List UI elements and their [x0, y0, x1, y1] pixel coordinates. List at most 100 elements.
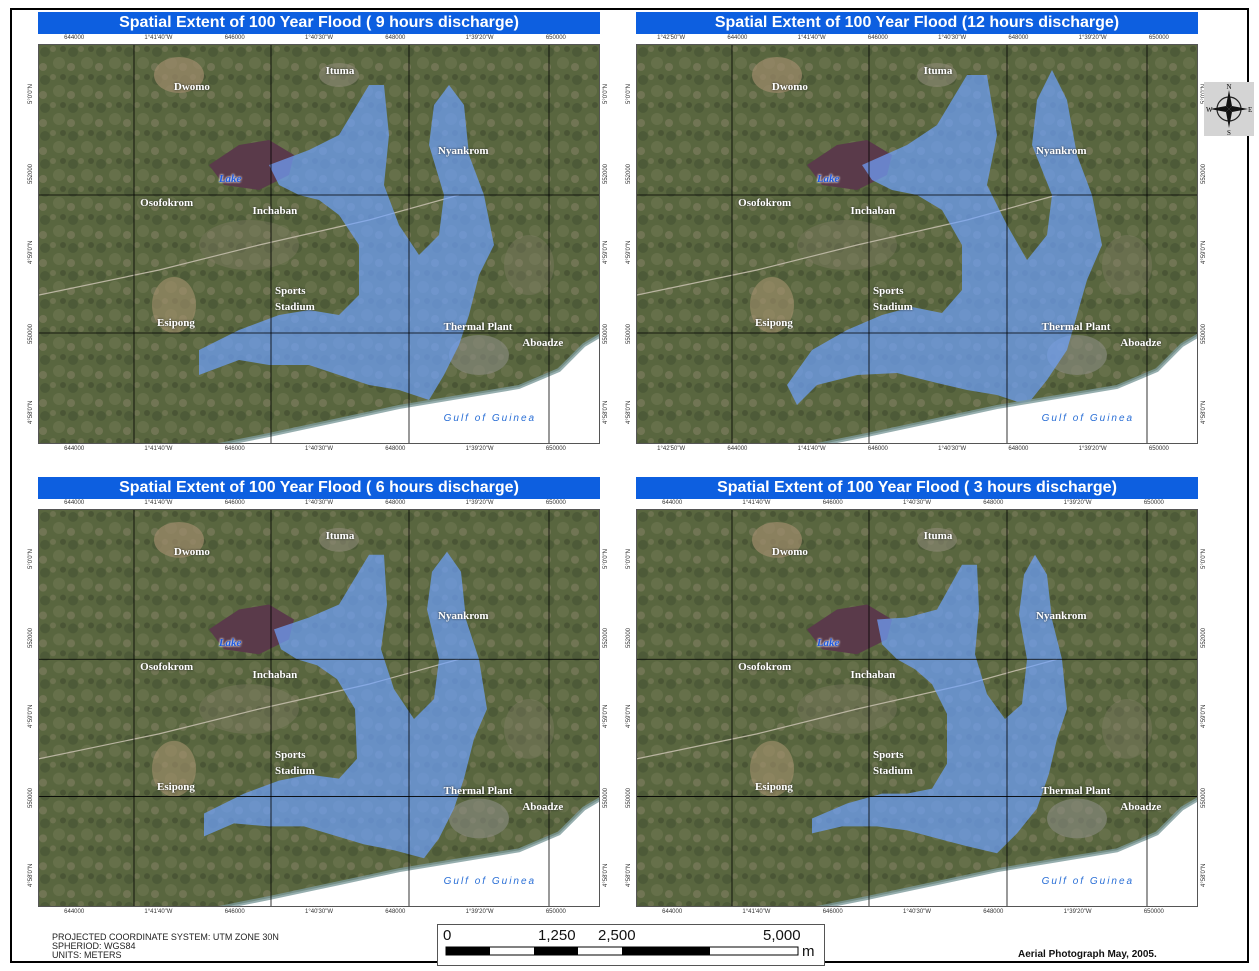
place-label-osofokrom: Osofokrom [738, 197, 792, 209]
coordinate-label: 5°0'0"N [626, 548, 632, 569]
coordinate-label: 650000 [545, 35, 566, 41]
coordinate-label: 4°59'0"N [1201, 240, 1207, 264]
coordinate-label: 550000 [28, 323, 34, 344]
coordinate-label: 1°42'50"W [657, 446, 686, 452]
place-label-gulf: Gulf of Guinea [1041, 413, 1135, 424]
coordinate-label: 4°58'0"N [603, 863, 609, 888]
coordinate-label: 4°58'0"N [626, 400, 632, 424]
place-label-aboadze: Aboadze [522, 337, 564, 349]
coordinate-label: 644000 [727, 446, 748, 452]
coordinate-label: 550000 [28, 787, 34, 808]
place-label-osofokrom: Osofokrom [140, 197, 194, 209]
coordinate-label: 644000 [662, 909, 683, 915]
place-label-esipong: Esipong [157, 780, 195, 793]
projection-info: PROJECTED COORDINATE SYSTEM: UTM ZONE 30… [52, 933, 279, 960]
coordinate-label: 4°58'0"N [28, 863, 34, 888]
coordinate-label: 644000 [64, 500, 85, 506]
coordinate-label: 648000 [983, 500, 1004, 506]
place-label-nyankrom: Nyankrom [1036, 145, 1087, 157]
coordinate-label: 1°42'50"W [657, 35, 686, 41]
aerial-map-image [39, 45, 599, 443]
coordinate-label: 648000 [1008, 35, 1029, 41]
place-label-esipong: Esipong [755, 317, 793, 329]
coordinate-label: 644000 [727, 35, 748, 41]
compass-n-label: N [1226, 83, 1231, 91]
coordinate-label: 1°40'30"W [305, 446, 334, 452]
coordinate-label: 550000 [626, 323, 632, 344]
coordinate-label: 646000 [224, 500, 245, 506]
coordinate-label: 646000 [224, 909, 245, 915]
coordinate-label: 1°39'20"W [1063, 909, 1092, 915]
coordinate-label: 1°40'30"W [305, 35, 334, 41]
coordinate-label: 1°41'40"W [797, 35, 826, 41]
coordinate-label: 1°39'20"W [1078, 35, 1107, 41]
coordinate-label: 648000 [385, 35, 406, 41]
coordinate-label: 648000 [385, 909, 406, 915]
place-label-inchaban: Inchaban [850, 669, 896, 682]
place-label-thermal: Thermal Plant [1041, 784, 1111, 797]
coordinate-label: 1°41'40"W [144, 500, 173, 506]
photo-credit: Aerial Photograph May, 2005. [1018, 949, 1157, 960]
scale-label-5000: 5,000 [763, 927, 801, 944]
panel-title: Spatial Extent of 100 Year Flood ( 9 hou… [38, 12, 600, 34]
coordinate-label: 552000 [626, 163, 632, 184]
coordinate-label: 650000 [1148, 446, 1169, 452]
compass-w-label: W [1206, 106, 1213, 114]
place-label-aboadze: Aboadze [522, 800, 564, 813]
coordinate-label: 552000 [626, 628, 632, 649]
coordinate-label: 4°58'0"N [603, 400, 609, 424]
units-line: UNITS: METERS [52, 950, 122, 960]
place-label-sports: Sports [873, 285, 904, 297]
coordinate-label: 550000 [603, 323, 609, 344]
place-label-aboadze: Aboadze [1120, 800, 1162, 813]
place-label-osofokrom: Osofokrom [140, 661, 194, 674]
coordinate-label: 648000 [385, 446, 406, 452]
coordinate-label: 646000 [867, 446, 888, 452]
coordinate-label: 552000 [1201, 163, 1207, 184]
panel-title: Spatial Extent of 100 Year Flood ( 3 hou… [636, 477, 1198, 499]
coordinate-label: 5°0'0"N [603, 83, 609, 104]
place-label-stadium: Stadium [873, 764, 913, 777]
coordinate-label: 5°0'0"N [28, 83, 34, 104]
coordinate-label: 650000 [545, 909, 566, 915]
coordinate-label: 1°40'30"W [903, 500, 932, 506]
scale-bar-graphic [445, 946, 799, 956]
coordinate-label: 1°40'30"W [938, 446, 967, 452]
coordinate-label: 644000 [662, 500, 683, 506]
coordinate-label: 4°59'0"N [28, 704, 34, 728]
coordinate-label: 644000 [64, 446, 85, 452]
coordinate-label: 1°39'20"W [1078, 446, 1107, 452]
coordinate-label: 1°41'40"W [797, 446, 826, 452]
coordinate-label: 4°59'0"N [626, 704, 632, 728]
coordinate-label: 552000 [603, 163, 609, 184]
place-label-inchaban: Inchaban [252, 205, 298, 217]
place-label-lake: Lake [816, 173, 840, 185]
place-label-inchaban: Inchaban [252, 669, 298, 682]
coordinate-label: 552000 [28, 628, 34, 649]
coordinate-label: 1°41'40"W [144, 446, 173, 452]
coordinate-label: 646000 [867, 35, 888, 41]
place-label-gulf: Gulf of Guinea [443, 413, 537, 424]
place-label-ituma: Ituma [325, 65, 355, 77]
place-label-dwomo: Dwomo [771, 81, 808, 93]
place-label-esipong: Esipong [755, 780, 793, 793]
coordinate-label: 4°59'0"N [28, 240, 34, 264]
coordinate-label: 646000 [224, 35, 245, 41]
place-label-osofokrom: Osofokrom [738, 661, 792, 674]
place-label-lake: Lake [218, 173, 242, 185]
panel-title: Spatial Extent of 100 Year Flood ( 6 hou… [38, 477, 600, 499]
panel-title: Spatial Extent of 100 Year Flood (12 hou… [636, 12, 1198, 34]
coordinate-label: 1°40'30"W [938, 35, 967, 41]
coordinate-label: 1°41'40"W [742, 500, 771, 506]
scale-label-2500: 2,500 [598, 927, 636, 944]
coordinate-label: 644000 [64, 35, 85, 41]
place-label-dwomo: Dwomo [771, 545, 808, 558]
place-label-esipong: Esipong [157, 317, 195, 329]
coordinate-label: 4°59'0"N [603, 704, 609, 728]
scale-label-1250: 1,250 [538, 927, 576, 944]
coordinate-label: 550000 [1201, 787, 1207, 808]
